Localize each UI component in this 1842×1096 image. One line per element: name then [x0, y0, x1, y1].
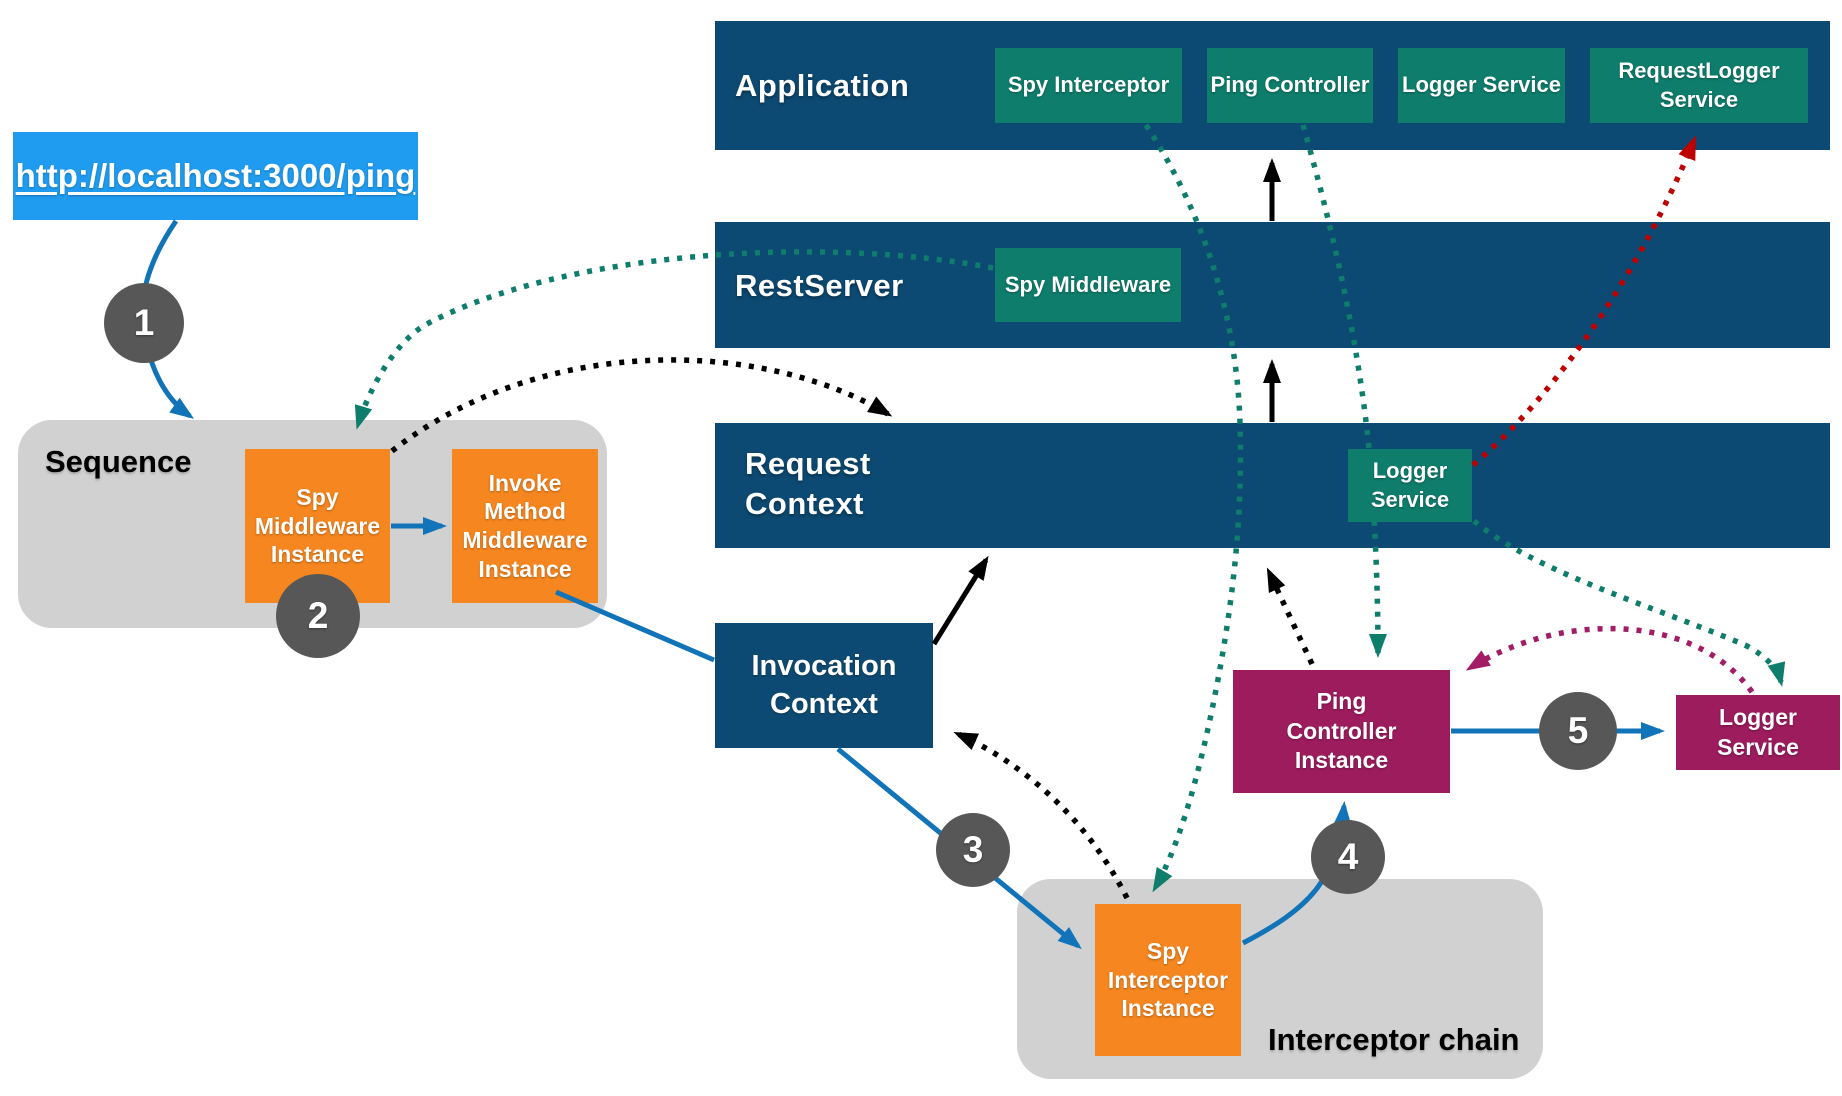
- spy-middleware-binding: Spy Middleware: [995, 248, 1181, 322]
- invocation-context-node: Invocation Context: [715, 623, 933, 748]
- step-4-badge: 4: [1311, 820, 1385, 894]
- ping-controller-instance-node: Ping Controller Instance: [1233, 670, 1450, 793]
- ping-controller-binding: Ping Controller: [1207, 48, 1373, 123]
- request-url-box: http://localhost:3000/ping: [13, 132, 418, 220]
- application-layer-label: Application: [735, 68, 910, 103]
- restserver-layer-label: RestServer: [735, 268, 904, 303]
- spy-interceptor-instance-node: Spy Interceptor Instance: [1095, 904, 1241, 1056]
- arrow-invocationcontext-to-requestcontext: [931, 555, 989, 646]
- request-context-layer-label: Request Context: [745, 446, 871, 521]
- dotted-arrow-pingcontroller-to-pingcontrollerinstance: [1300, 124, 1387, 658]
- request-url-link[interactable]: http://localhost:3000/ping: [15, 157, 416, 194]
- dotted-arrow-loggerinstance-to-pingcontrollerinstance: [1465, 625, 1755, 694]
- step-1-badge: 1: [104, 283, 184, 363]
- interceptor-chain-group-label: Interceptor chain: [1268, 1022, 1520, 1057]
- sequence-group-label: Sequence: [45, 444, 192, 479]
- spy-interceptor-binding: Spy Interceptor: [995, 48, 1182, 123]
- logger-service-instance-node: Logger Service: [1676, 695, 1840, 770]
- step-5-badge: 5: [1539, 692, 1617, 770]
- dotted-arrow-pingcontrollerinstance-to-requestcontext: [1266, 567, 1315, 666]
- step-2-badge: 2: [276, 574, 360, 658]
- logger-service-binding: Logger Service: [1398, 48, 1565, 123]
- requestlogger-service-binding: RequestLogger Service: [1590, 48, 1808, 123]
- invoke-method-middleware-instance-node: Invoke Method Middleware Instance: [452, 449, 598, 603]
- request-context-logger-service-binding: Logger Service: [1348, 449, 1472, 522]
- step-3-badge: 3: [936, 813, 1010, 887]
